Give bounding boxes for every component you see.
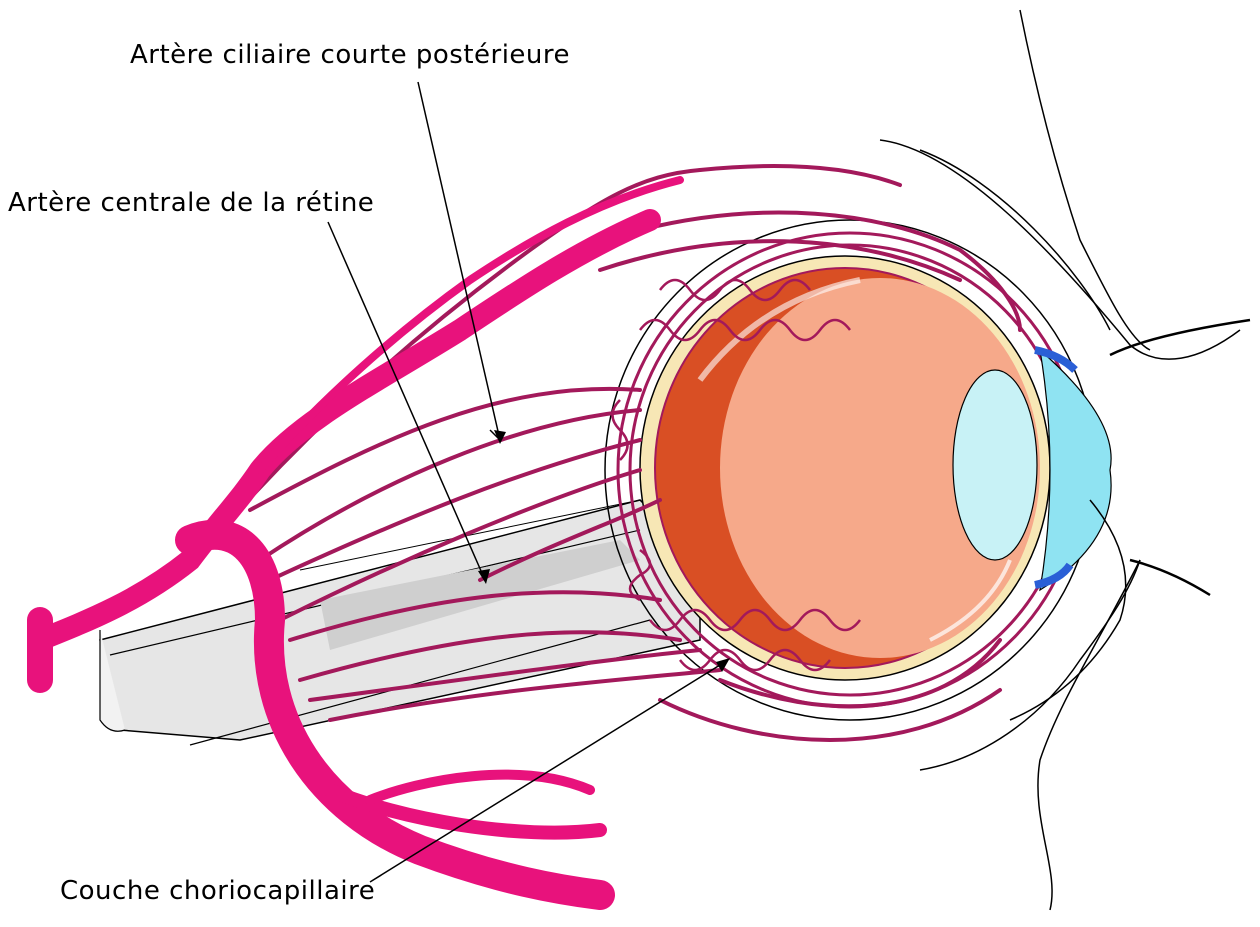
- leader-ciliary: [418, 82, 500, 440]
- label-central-retinal-artery: Artère centrale de la rétine: [8, 188, 374, 218]
- label-ciliary-artery: Artère ciliaire courte postérieure: [130, 40, 570, 70]
- label-choriocapillaris: Couche choriocapillaire: [60, 876, 375, 906]
